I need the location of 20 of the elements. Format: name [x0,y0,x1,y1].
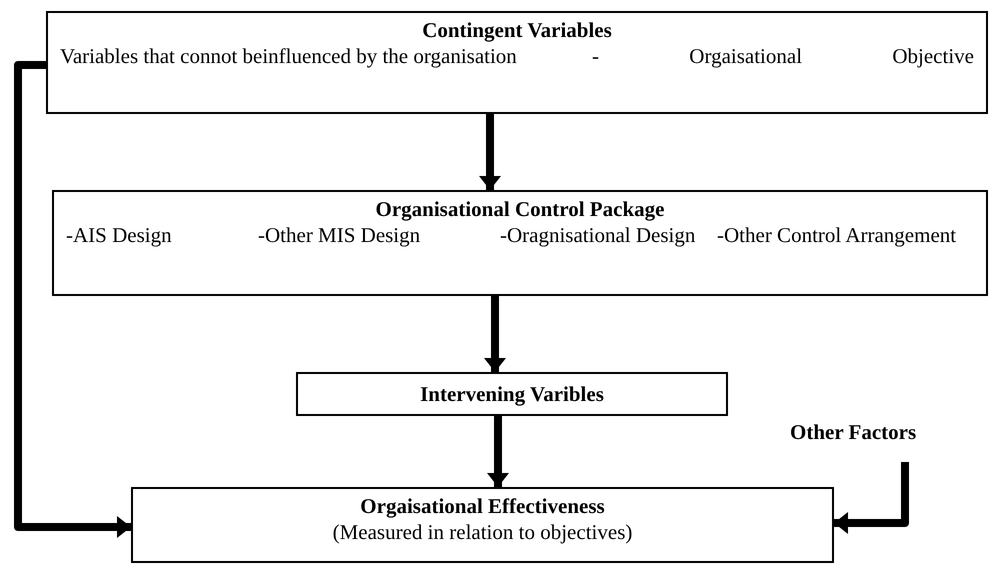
box-heading: Intervening Varibles [419,381,605,407]
box-heading: Organisational Control Package [374,196,666,222]
process-box [296,372,728,416]
box-text: -Other Control Arrangement [717,222,958,248]
box-text: -Other MIS Design [258,222,422,248]
box-text: - Orgaisational Objective [591,43,974,69]
box-text: -AIS Design [66,222,173,248]
process-box [46,11,988,114]
box-text: (Measured in relation to objectives) [332,519,634,545]
node-label: Other Factors [790,420,962,450]
arrow [479,114,501,190]
arrow [484,296,506,372]
box-text: Variables that connot beinfluenced by the organisation [60,43,518,69]
box-heading: Contingent Variables [421,17,613,43]
box-text: -Oragnisational Design [500,222,696,248]
process-box [131,487,834,563]
process-box [52,190,988,296]
box-heading: Orgaisational Effectiveness [359,493,606,519]
arrow [834,462,909,534]
arrow [487,416,509,487]
